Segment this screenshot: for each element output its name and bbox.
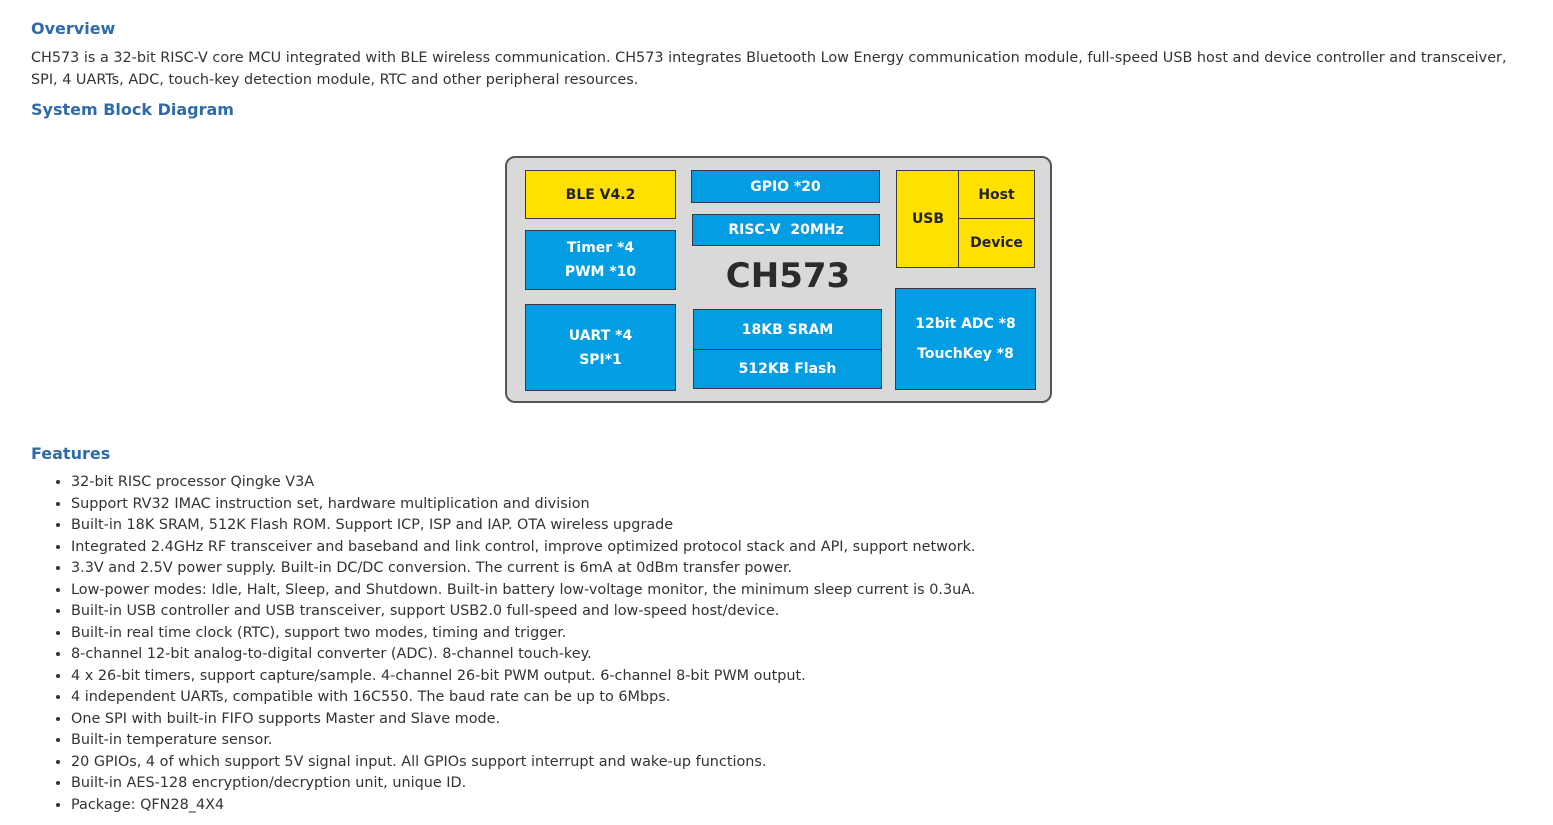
list-item: Built-in AES-128 encryption/decryption u… [71, 773, 976, 795]
device-label: Device [970, 235, 1023, 251]
list-item: Support RV32 IMAC instruction set, hardw… [71, 494, 976, 516]
list-item: 32-bit RISC processor Qingke V3A [71, 472, 976, 494]
sram-block: 18KB SRAM [693, 309, 882, 350]
gpio-block: GPIO *20 [691, 170, 880, 203]
system-block-diagram: BLE V4.2 Timer *4 PWM *10 UART *4 SPI*1 … [505, 156, 1052, 403]
system-block-diagram-heading: System Block Diagram [31, 100, 234, 119]
features-heading: Features [31, 444, 111, 463]
gpio-label: GPIO *20 [750, 178, 821, 195]
list-item: 8-channel 12-bit analog-to-digital conve… [71, 644, 976, 666]
spi-label: SPI*1 [579, 351, 622, 368]
usb-block: USB [896, 170, 960, 268]
chip-name: CH573 [725, 256, 851, 296]
list-item: Built-in USB controller and USB transcei… [71, 601, 976, 623]
usb-label: USB [911, 211, 945, 227]
usb-host-block: Host [958, 170, 1035, 220]
ble-label: BLE V4.2 [565, 186, 636, 203]
list-item: One SPI with built-in FIFO supports Mast… [71, 709, 976, 731]
list-item: 3.3V and 2.5V power supply. Built-in DC/… [71, 558, 976, 580]
list-item: Low-power modes: Idle, Halt, Sleep, and … [71, 580, 976, 602]
list-item: Package: QFN28_4X4 [71, 795, 976, 817]
features-list: 32-bit RISC processor Qingke V3A Support… [31, 472, 976, 816]
overview-heading: Overview [31, 19, 116, 38]
flash-block: 512KB Flash [693, 349, 882, 389]
list-item: Built-in temperature sensor. [71, 730, 976, 752]
adc-label: 12bit ADC *8 [915, 316, 1016, 332]
list-item: Integrated 2.4GHz RF transceiver and bas… [71, 537, 976, 559]
host-label: Host [978, 187, 1015, 203]
list-item: Built-in real time clock (RTC), support … [71, 623, 976, 645]
timer-label: Timer *4 [566, 240, 635, 256]
flash-label: 512KB Flash [738, 361, 837, 377]
overview-text: CH573 is a 32-bit RISC-V core MCU integr… [31, 50, 1507, 88]
list-item: Built-in 18K SRAM, 512K Flash ROM. Suppo… [71, 515, 976, 537]
ble-block: BLE V4.2 [525, 170, 676, 219]
uart-label: UART *4 [568, 327, 633, 344]
list-item: 4 independent UARTs, compatible with 16C… [71, 687, 976, 709]
touchkey-label: TouchKey *8 [917, 346, 1014, 362]
riscv-block: RISC-V 20MHz [692, 214, 880, 246]
usb-device-block: Device [958, 218, 1035, 268]
timer-pwm-block: Timer *4 PWM *10 [525, 230, 676, 290]
sram-label: 18KB SRAM [741, 321, 834, 338]
list-item: 20 GPIOs, 4 of which support 5V signal i… [71, 752, 976, 774]
uart-spi-block: UART *4 SPI*1 [525, 304, 676, 391]
list-item: 4 x 26-bit timers, support capture/sampl… [71, 666, 976, 688]
adc-touchkey-block: 12bit ADC *8 TouchKey *8 [895, 288, 1036, 390]
riscv-label: RISC-V 20MHz [728, 222, 844, 238]
pwm-label: PWM *10 [564, 264, 637, 280]
